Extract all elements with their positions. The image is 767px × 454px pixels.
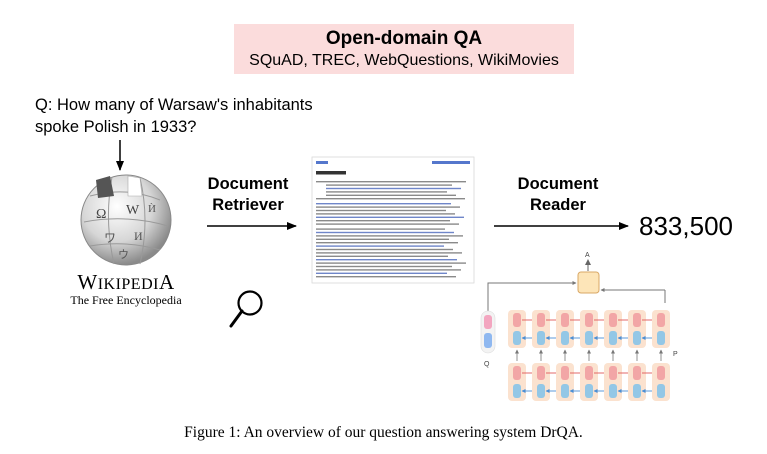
forward-state xyxy=(633,366,641,380)
document-retriever-label: Document Retriever xyxy=(196,174,300,216)
article-text-line xyxy=(326,194,456,196)
wikipedia-tagline: The Free Encyclopedia xyxy=(70,293,182,307)
article-text-line xyxy=(326,184,452,186)
article-text-line xyxy=(316,245,444,247)
answer-text: 833,500 xyxy=(639,211,733,241)
reader-label-line-1: Document xyxy=(517,175,599,193)
output-label: A xyxy=(585,252,590,259)
svg-text:ウ: ウ xyxy=(118,248,129,261)
backward-state xyxy=(513,384,521,398)
question-vector-bottom xyxy=(484,333,492,348)
retriever-label-line-2: Retriever xyxy=(212,196,284,214)
forward-state xyxy=(537,366,545,380)
article-text-line xyxy=(316,231,454,234)
svg-text:W: W xyxy=(126,203,140,218)
svg-text:Ѝ: Ѝ xyxy=(148,203,156,215)
article-text-line xyxy=(316,269,461,271)
article-text-line xyxy=(316,255,448,257)
output-node xyxy=(577,271,600,294)
article-text-line xyxy=(316,242,458,244)
forward-state xyxy=(609,366,617,380)
document-reader-network-diagram: A Q P xyxy=(480,252,678,401)
svg-text:И: И xyxy=(134,229,143,243)
question-vector-top xyxy=(484,315,492,329)
article-text-lines xyxy=(316,181,466,278)
wikipedia-article-thumbnail xyxy=(311,156,475,284)
passage-rnn-layers xyxy=(508,310,670,401)
article-text-line xyxy=(316,265,452,268)
forward-state xyxy=(585,313,593,327)
backward-state xyxy=(537,384,545,398)
wikipedia-globe-icon: Ω W Ѝ ワ И ウ xyxy=(80,174,172,266)
forward-state xyxy=(657,313,665,327)
forward-state xyxy=(633,313,641,327)
forward-state xyxy=(561,313,569,327)
article-text-line xyxy=(316,203,451,205)
backward-state xyxy=(561,384,569,398)
svg-text:Ω: Ω xyxy=(96,207,106,222)
article-text-line xyxy=(316,220,450,222)
article-text-line xyxy=(316,228,445,230)
forward-state xyxy=(561,366,569,380)
backward-state xyxy=(537,331,545,345)
article-text-line xyxy=(316,198,465,200)
backward-state xyxy=(657,331,665,345)
figure-caption: Figure 1: An overview of our question an… xyxy=(184,424,583,441)
retriever-label-line-1: Document xyxy=(207,175,289,193)
article-text-line xyxy=(316,238,449,240)
wikipedia-wordmark: WIKIPEDIA xyxy=(77,270,175,294)
forward-state xyxy=(537,313,545,327)
svg-text:ワ: ワ xyxy=(104,231,116,245)
backward-state xyxy=(513,331,521,345)
rnn-cell xyxy=(652,310,670,348)
question-line-2: spoke Polish in 1933? xyxy=(35,118,197,136)
article-text-line xyxy=(316,248,453,251)
question-line-1: Q: How many of Warsaw's inhabitants xyxy=(35,96,313,114)
article-text-line xyxy=(316,206,460,208)
backward-state xyxy=(657,384,665,398)
title-box: Open-domain QA SQuAD, TREC, WebQuestions… xyxy=(234,24,574,74)
article-text-line xyxy=(316,276,456,278)
forward-state xyxy=(513,366,521,380)
article-text-line xyxy=(316,209,446,212)
forward-state xyxy=(657,366,665,380)
reader-label-line-2: Reader xyxy=(530,196,586,214)
backward-state xyxy=(561,331,569,345)
article-text-line xyxy=(316,216,464,218)
question-label: Q xyxy=(484,361,490,368)
forward-state xyxy=(585,366,593,380)
passage-label: P xyxy=(673,351,678,358)
article-text-line xyxy=(316,272,447,274)
article-text-line xyxy=(316,262,466,264)
rnn-cell xyxy=(652,363,670,401)
backward-state xyxy=(585,384,593,398)
question-text: Q: How many of Warsaw's inhabitants spok… xyxy=(35,94,313,138)
backward-state xyxy=(585,331,593,345)
article-text-line xyxy=(316,235,463,237)
diagram-title: Open-domain QA xyxy=(325,28,483,49)
article-text-line xyxy=(316,181,466,183)
article-text-line xyxy=(326,187,461,190)
backward-state xyxy=(609,331,617,345)
question-to-output-connector xyxy=(487,281,577,312)
backward-state xyxy=(633,384,641,398)
article-text-line xyxy=(316,252,462,254)
forward-state xyxy=(513,313,521,327)
backward-state xyxy=(633,331,641,345)
forward-state xyxy=(609,313,617,327)
article-text-line xyxy=(316,213,455,215)
article-text-line xyxy=(326,191,447,193)
backward-state xyxy=(609,384,617,398)
article-text-line xyxy=(316,259,457,261)
document-reader-label: Document Reader xyxy=(506,174,610,216)
datasets-list: SQuAD, TREC, WebQuestions, WikiMovies xyxy=(249,52,559,69)
article-text-line xyxy=(316,223,459,225)
magnifying-glass-icon xyxy=(229,290,263,328)
